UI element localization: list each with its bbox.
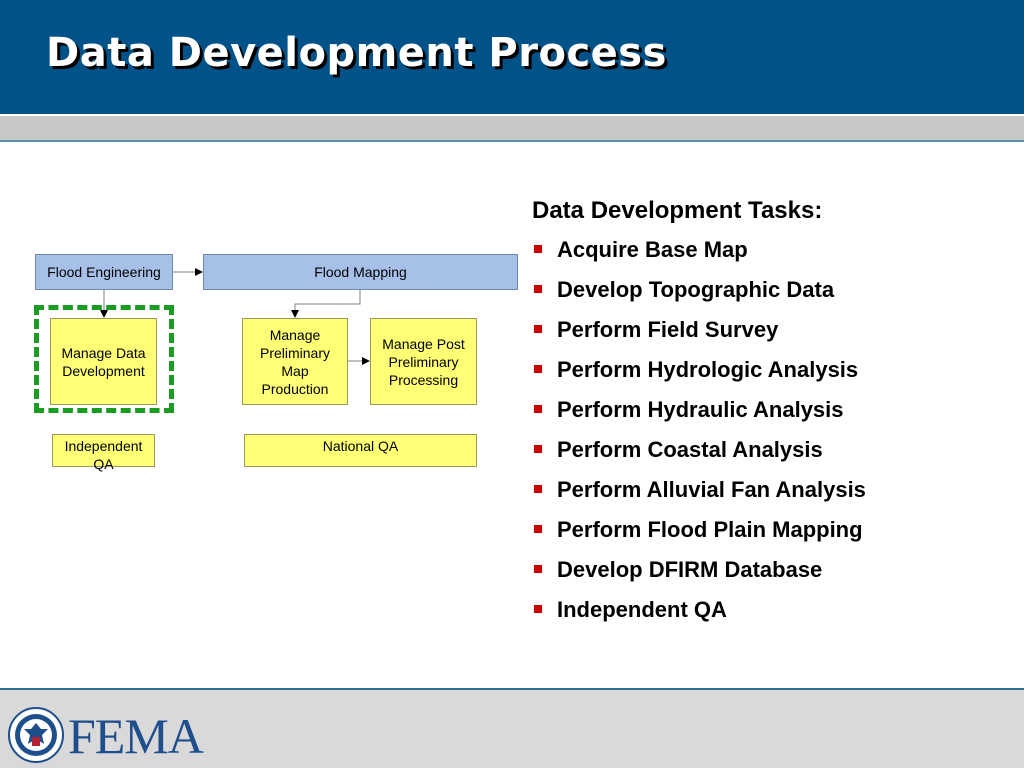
square-bullet-icon: [534, 525, 542, 533]
footer-bar: [0, 690, 1024, 768]
task-label: Perform Field Survey: [557, 317, 779, 342]
square-bullet-icon: [534, 285, 542, 293]
arrow-mapping-to-preliminary-production: [291, 290, 361, 318]
task-item: Develop DFIRM Database: [532, 556, 1002, 596]
task-item: Perform Coastal Analysis: [532, 436, 1002, 476]
flood-mapping-box: Flood Mapping: [203, 254, 518, 290]
square-bullet-icon: [534, 405, 542, 413]
tasks-panel: Data Development Tasks: Acquire Base Map…: [532, 196, 1002, 636]
national-qa-box: National QA: [244, 434, 477, 467]
dhs-seal-icon: [8, 707, 64, 763]
footer-divider: [0, 688, 1024, 690]
task-label: Perform Coastal Analysis: [557, 437, 823, 462]
task-label: Perform Flood Plain Mapping: [557, 517, 863, 542]
task-label: Develop DFIRM Database: [557, 557, 823, 582]
data-development-highlight-frame: [34, 305, 174, 413]
manage-data-development-box: Manage Data Development: [50, 318, 157, 405]
task-label: Perform Hydrologic Analysis: [557, 357, 859, 382]
square-bullet-icon: [534, 565, 542, 573]
square-bullet-icon: [534, 325, 542, 333]
flood-engineering-box: Flood Engineering: [35, 254, 173, 290]
task-label: Perform Hydraulic Analysis: [557, 397, 844, 422]
task-item: Independent QA: [532, 596, 1002, 636]
task-item: Perform Hydrologic Analysis: [532, 356, 1002, 396]
square-bullet-icon: [534, 365, 542, 373]
independent-qa-box: Independent QA: [52, 434, 155, 472]
task-label: Perform Alluvial Fan Analysis: [557, 477, 866, 502]
manage-post-preliminary-processing-box: Manage Post Preliminary Processing: [370, 318, 477, 405]
square-bullet-icon: [534, 605, 542, 613]
square-bullet-icon: [534, 485, 542, 493]
task-list: Acquire Base Map Develop Topographic Dat…: [532, 236, 1002, 636]
task-item: Perform Alluvial Fan Analysis: [532, 476, 1002, 516]
header-stripe: [0, 116, 1024, 142]
task-item: Perform Field Survey: [532, 316, 1002, 356]
tasks-heading: Data Development Tasks:: [532, 197, 823, 224]
task-item: Develop Topographic Data: [532, 276, 1002, 316]
square-bullet-icon: [534, 445, 542, 453]
task-item: Acquire Base Map: [532, 236, 1002, 276]
manage-preliminary-map-production-box: Manage Preliminary Map Production: [242, 318, 348, 405]
title-bar: Data Development Process: [0, 0, 1024, 114]
task-label: Independent QA: [557, 597, 727, 622]
square-bullet-icon: [534, 245, 542, 253]
slide-title: Data Development Process: [46, 30, 667, 76]
task-label: Acquire Base Map: [557, 237, 748, 262]
task-item: Perform Flood Plain Mapping: [532, 516, 1002, 556]
task-item: Perform Hydraulic Analysis: [532, 396, 1002, 436]
fema-logo: FEMA: [68, 708, 204, 764]
task-label: Develop Topographic Data: [557, 277, 835, 302]
